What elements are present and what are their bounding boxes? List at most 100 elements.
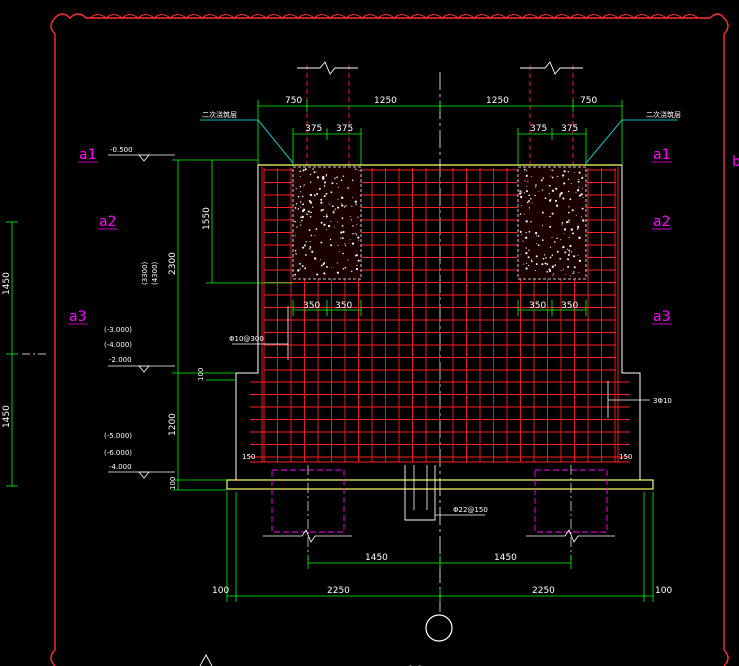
hatch-dot	[300, 191, 302, 193]
hatch-dot	[573, 255, 576, 258]
hatch-dot	[568, 221, 570, 223]
hatch-dot	[325, 175, 327, 177]
stirrup-leader	[232, 306, 289, 360]
hatch-dot	[312, 168, 314, 170]
hatch-dot	[563, 232, 565, 234]
hatch-dot	[299, 263, 301, 265]
hatch-dot	[309, 173, 312, 176]
hatch-dot	[575, 191, 577, 193]
hatch-dot	[358, 170, 360, 171]
hatch-dot	[568, 252, 571, 254]
paren-3300: (3300)	[141, 261, 149, 285]
elev-2a: (-3.000)	[104, 326, 132, 334]
hatch-dot	[305, 241, 307, 243]
hatch-dot	[568, 206, 570, 208]
hatch-dot	[546, 270, 549, 273]
hatch-dot	[342, 230, 345, 233]
hatch-dot	[560, 269, 562, 271]
dim-mid-3: 350	[529, 301, 546, 311]
hatch-dot	[551, 189, 555, 192]
hatch-dot	[550, 169, 552, 171]
hatch-dot	[575, 214, 577, 216]
hatch-dot	[344, 266, 347, 269]
dim-2300: 2300	[168, 252, 178, 275]
hatch-dot	[578, 178, 580, 181]
hatch-dot	[342, 252, 344, 255]
hatch-dot	[534, 194, 536, 197]
hatch-dot	[326, 213, 328, 215]
hatch-dot	[537, 235, 540, 237]
hatch-dot	[561, 224, 563, 226]
hatch-dot	[551, 265, 555, 268]
hatch-dot	[333, 210, 335, 211]
hatch-dot	[577, 255, 579, 256]
hatch-dot	[573, 171, 575, 173]
hatch-dot	[341, 237, 344, 239]
hatch-dot	[541, 211, 544, 214]
hatch-dot	[525, 220, 528, 223]
hatch-dot	[309, 248, 311, 250]
hatch-dot	[332, 211, 335, 214]
hatch-dot	[548, 184, 551, 187]
hatch-dot	[302, 169, 305, 172]
hatch-dot	[536, 243, 538, 245]
hatch-dot	[303, 186, 305, 188]
hatch-dot	[525, 251, 528, 255]
hatch-dot	[325, 265, 328, 268]
hatch-dot	[520, 205, 522, 207]
hatch-dot	[521, 234, 523, 236]
grout-hatch	[294, 168, 585, 277]
hatch-dot	[556, 237, 558, 240]
hatch-dot	[552, 273, 555, 275]
hatch-dot	[528, 249, 530, 251]
hatch-dot	[331, 205, 334, 208]
hatch-dot	[294, 249, 297, 252]
dim-bot-5: 2250	[532, 586, 555, 596]
hatch-dot	[567, 254, 570, 256]
hatch-dot	[551, 169, 554, 171]
hatch-dot	[299, 201, 302, 203]
hatch-dot	[557, 175, 559, 177]
dim-bot-6: 100	[655, 586, 672, 596]
hatch-dot	[341, 196, 344, 199]
hatch-dot	[560, 191, 563, 195]
hatch-dot	[301, 195, 304, 198]
hatch-dot	[566, 248, 569, 250]
hatch-dot	[318, 187, 321, 190]
axis-label-left-a2: a2	[99, 214, 117, 230]
hatch-dot	[337, 206, 339, 209]
hatch-dot	[323, 181, 327, 184]
hatch-dot	[309, 246, 312, 248]
hatch-dot	[525, 247, 527, 249]
hatch-dot	[528, 207, 531, 209]
hatch-dot	[323, 185, 326, 187]
break-line-left	[297, 61, 358, 75]
hatch-dot	[567, 265, 570, 268]
hatch-dot	[582, 197, 584, 199]
hatch-dot	[564, 251, 567, 254]
dim-top-1: 750	[285, 96, 302, 106]
hatch-dot	[341, 217, 344, 220]
hatch-dot	[305, 254, 307, 256]
hatch-dot	[311, 250, 314, 253]
hatch-dot	[351, 270, 353, 273]
hatch-dot	[581, 187, 583, 189]
hatch-dot	[336, 262, 338, 264]
hatch-dot	[313, 194, 316, 197]
hatch-dot	[544, 262, 547, 265]
hatch-dot	[524, 236, 528, 239]
hatch-dot	[323, 215, 325, 218]
hatch-dot	[355, 268, 359, 271]
hatch-dot	[334, 177, 336, 180]
hatch-dot	[357, 236, 360, 239]
hatch-dot	[578, 259, 581, 262]
bottom-slab	[226, 479, 654, 490]
hatch-dot	[296, 226, 298, 228]
hatch-dot	[300, 206, 302, 208]
hatch-dot	[569, 198, 572, 201]
hatch-dot	[294, 273, 297, 276]
dim-150-right: 150	[619, 453, 632, 461]
hatch-dot	[551, 254, 554, 256]
hatch-dot	[561, 247, 563, 249]
hatch-dot	[522, 263, 524, 265]
